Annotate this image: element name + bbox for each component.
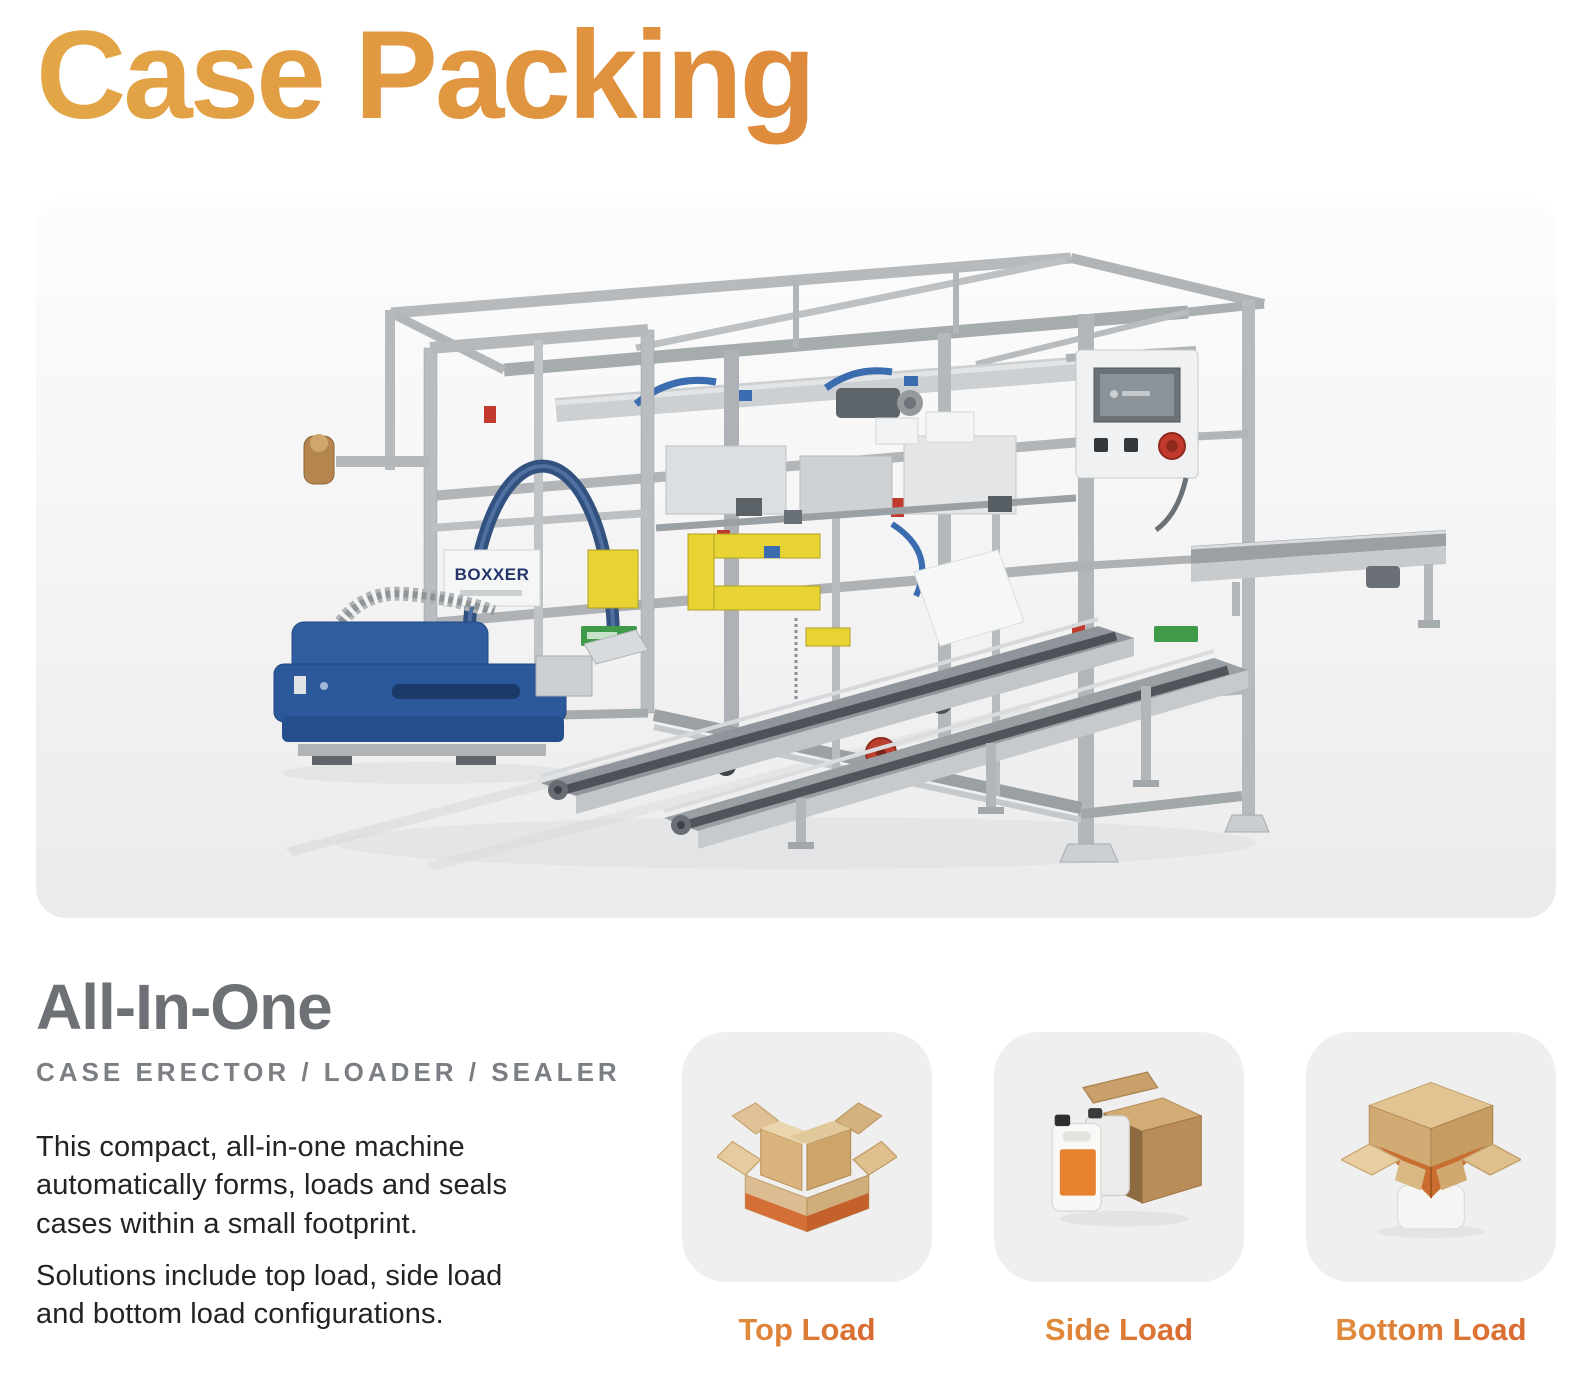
pneumatic-hose xyxy=(823,367,893,391)
intro-paragraph-1: This compact, all-in-one machine automat… xyxy=(36,1131,508,1240)
section-subheading: CASE ERECTOR / LOADER / SEALER xyxy=(36,1057,621,1088)
section-heading: All-In-One xyxy=(36,971,333,1043)
outfeed-conveyor xyxy=(1190,530,1447,628)
case-blank xyxy=(913,549,1025,647)
intro-paragraph-2: Solutions include top load, side load an… xyxy=(36,1259,503,1331)
bottom-load-card-tile xyxy=(1306,1032,1556,1282)
load-card-bottom-load: Bottom Load xyxy=(1306,1032,1556,1348)
warning-label xyxy=(484,406,496,423)
green-logo-label xyxy=(1154,626,1198,642)
bottom-load-label: Bottom Load xyxy=(1335,1312,1527,1347)
side-load-label: Side Load xyxy=(1044,1312,1194,1347)
intro-section: All-In-One CASE ERECTOR / LOADER / SEALE… xyxy=(36,971,1556,1348)
body-copy: This compact, all-in-one machine automat… xyxy=(36,1128,642,1333)
yellow-guide xyxy=(587,549,639,609)
top-load-label: Top Load xyxy=(738,1312,876,1347)
brochure-page: Case Packing xyxy=(36,6,1556,1348)
intro-text-column: All-In-One CASE ERECTOR / LOADER / SEALE… xyxy=(36,971,642,1348)
top-load-box-icon xyxy=(717,1102,897,1233)
infeed-conveyors xyxy=(540,617,1248,849)
top-load-card-tile xyxy=(682,1032,932,1282)
tape-head-unit xyxy=(273,586,649,765)
machine-illustration: BOXXER xyxy=(273,252,1447,871)
roof-motor xyxy=(836,388,900,418)
side-load-box-icon xyxy=(1051,1071,1203,1227)
center-machinery xyxy=(587,411,1077,776)
page-title: Case Packing xyxy=(36,6,1556,146)
load-type-cards: Top Load xyxy=(682,1032,1556,1348)
control-panel xyxy=(1065,346,1199,642)
bottom-load-box-icon xyxy=(1341,1081,1521,1238)
load-card-side-load: Side Load xyxy=(994,1032,1244,1348)
side-load-card-tile xyxy=(994,1032,1244,1282)
load-card-top-load: Top Load xyxy=(682,1032,932,1348)
panel-button xyxy=(1094,438,1108,452)
tape-roll-arm xyxy=(303,434,431,485)
panel-button xyxy=(1124,438,1138,452)
machine-photo-card: BOXXER xyxy=(36,198,1556,918)
boxxer-brand-label: BOXXER xyxy=(455,565,530,584)
